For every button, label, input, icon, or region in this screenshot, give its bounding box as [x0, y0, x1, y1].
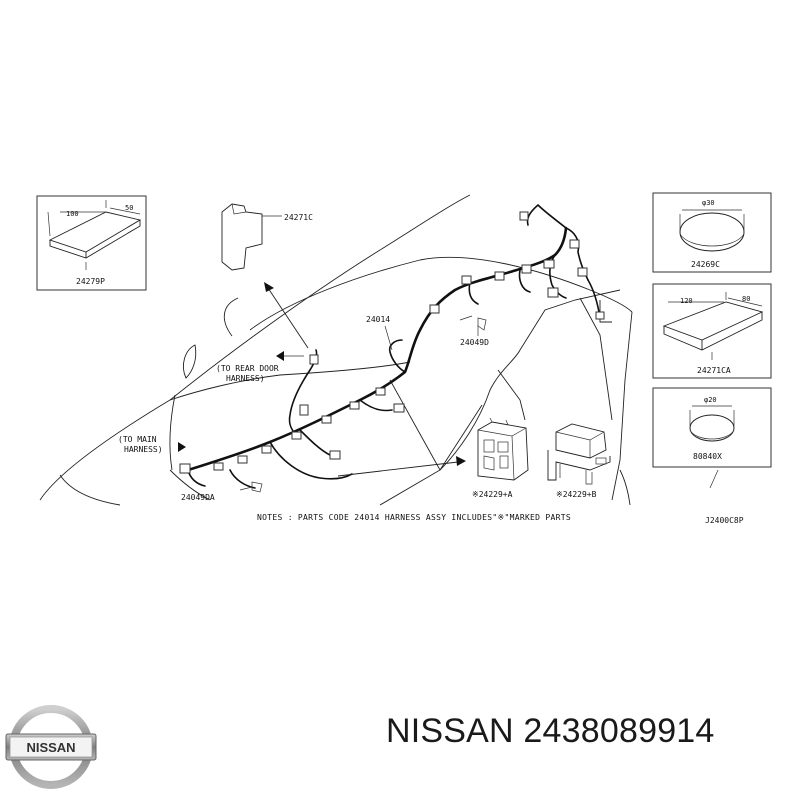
clip-24049D: 24049D [459, 315, 489, 347]
main-note-line-1: (TO MAIN [118, 435, 157, 444]
code-24271CA: 24271CA [697, 366, 731, 375]
dim-120: 120 [680, 297, 693, 305]
label-24049D: 24049D [460, 338, 489, 347]
main-note-line-2: HARNESS) [124, 445, 163, 454]
dim-50: 50 [125, 204, 133, 212]
code-80840X: 80840X [693, 452, 722, 461]
harness-24014 [179, 204, 605, 489]
arrow-right-icon [178, 442, 186, 452]
box-80840X: φ20 80840X [652, 387, 772, 468]
rear-door-note-line-2: HARNESS) [226, 374, 265, 383]
label-24271C: 24271C [284, 213, 313, 222]
relay-24229B: ※24229+B [547, 423, 611, 499]
label-24229A: ※24229+A [472, 490, 513, 499]
parts-note: NOTES : PARTS CODE 24014 HARNESS ASSY IN… [257, 513, 571, 522]
nissan-logo: NISSAN [5, 705, 97, 789]
relay-pointer-arrow [337, 456, 466, 477]
harness-label: 24014 [366, 315, 393, 351]
clip-24049DA: 24049DA [181, 481, 263, 502]
arrow-left-icon [276, 351, 284, 361]
pad-24271C: 24271C [221, 203, 313, 349]
arrow-right-icon [456, 456, 466, 466]
page-title: NISSAN 2438089914 [386, 712, 715, 750]
box-24271CA: 120 80 24271CA [652, 283, 772, 379]
rear-door-note-line-1: (TO REAR DOOR [216, 364, 279, 373]
rear-door-harness-note: (TO REAR DOOR HARNESS) [216, 351, 304, 383]
dim-100: 100 [66, 210, 79, 218]
dim-80: 80 [742, 295, 750, 303]
dim-phi30: φ30 [702, 199, 715, 207]
box-24269C: φ30 24269C [652, 192, 772, 273]
box-24279P: 100 50 24279P [36, 195, 147, 291]
car-body-outline [39, 194, 719, 506]
label-24049DA: 24049DA [181, 493, 215, 502]
relay-24229A: ※24229+A [472, 417, 529, 499]
logo-text: NISSAN [26, 740, 75, 755]
drawing-code: J2400C8P [705, 516, 744, 525]
dim-phi20: φ20 [704, 396, 717, 404]
code-24279P: 24279P [76, 277, 105, 286]
code-24269C: 24269C [691, 260, 720, 269]
label-24014: 24014 [366, 315, 390, 324]
label-24229B: ※24229+B [556, 490, 597, 499]
main-harness-note: (TO MAIN HARNESS) [118, 435, 186, 454]
arrow-up-icon [264, 282, 274, 292]
